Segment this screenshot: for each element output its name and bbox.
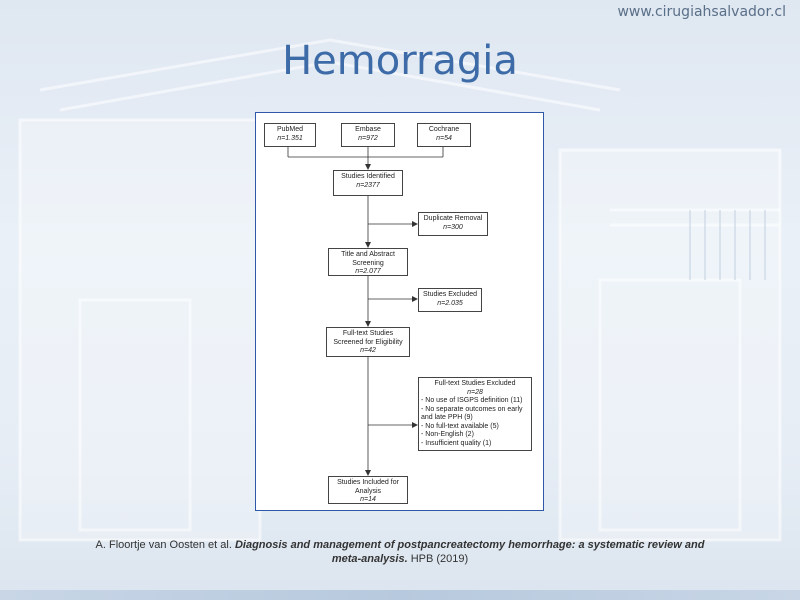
source-box-pubmed: PubMed n=1.351 [264,123,316,147]
studies-excluded-box: Studies Excluded n=2.035 [418,288,482,312]
slide-title: Hemorragia [282,38,518,84]
screening-line1: Title and Abstract [341,251,395,258]
fulltext-screened-box: Full-text Studies Screened for Eligibili… [326,327,410,357]
duplicate-label: Duplicate Removal [423,215,483,222]
excluded-count: n=2.035 [437,299,463,307]
fulltext-excluded-count: n=28 [467,388,483,396]
source-label: Cochrane [428,126,460,133]
screening-count: n=2.077 [355,268,381,275]
studies-identified-box: Studies Identified n=2377 [333,170,403,196]
exclusion-reason: - No full-text available (5) [421,422,499,430]
exclusion-reason: - No separate outcomes on early [421,405,523,413]
source-box-embase: Embase n=972 [341,123,395,147]
screening-line2: Screening [352,259,384,267]
fulltext-excluded-label: Full-text Studies Excluded [434,380,516,387]
citation: A. Floortje van Oosten et al. Diagnosis … [40,538,760,566]
fulltext-line1: Full-text Studies [342,330,394,337]
source-label: PubMed [276,126,304,133]
duplicate-count: n=300 [443,223,463,231]
fulltext-excluded-box: Full-text Studies Excluded n=28 - No use… [418,377,532,451]
citation-title-cont: meta-analysis. [331,553,408,565]
exclusion-reason: - No use of ISGPS definition (11) [421,397,523,404]
source-count: n=972 [358,134,378,142]
identified-count: n=2377 [356,181,380,189]
exclusion-reason: - Non-English (2) [421,431,474,438]
source-count: n=54 [436,134,452,142]
included-line2: Analysis [354,487,382,495]
duplicate-removal-box: Duplicate Removal n=300 [418,212,488,236]
included-count: n=14 [360,496,376,503]
excluded-label: Studies Excluded [422,291,478,298]
exclusion-reason: - Insufficient quality (1) [421,439,492,447]
fulltext-line2: Screened for Eligibility [333,338,403,346]
source-count: n=1.351 [277,134,303,142]
studies-included-box: Studies Included for Analysis n=14 [328,476,408,504]
included-line1: Studies Included for [337,479,399,486]
citation-authors: A. Floortje van Oosten et al. [95,539,232,551]
fulltext-count: n=42 [360,347,376,354]
prisma-flowchart: PubMed n=1.351 Embase n=972 Cochrane n=5… [255,112,544,511]
bottom-band [0,590,800,600]
source-label: Embase [355,126,381,133]
source-box-cochrane: Cochrane n=54 [417,123,471,147]
screening-box: Title and Abstract Screening n=2.077 [328,248,408,276]
citation-journal: HPB (2019) [410,553,469,565]
citation-title: Diagnosis and management of postpancreat… [234,539,705,551]
site-url: www.cirugiahsalvador.cl [617,4,786,20]
identified-label: Studies Identified [341,173,395,180]
exclusion-reason: and late PPH (9) [421,414,473,421]
flowchart-connectors [287,147,444,476]
